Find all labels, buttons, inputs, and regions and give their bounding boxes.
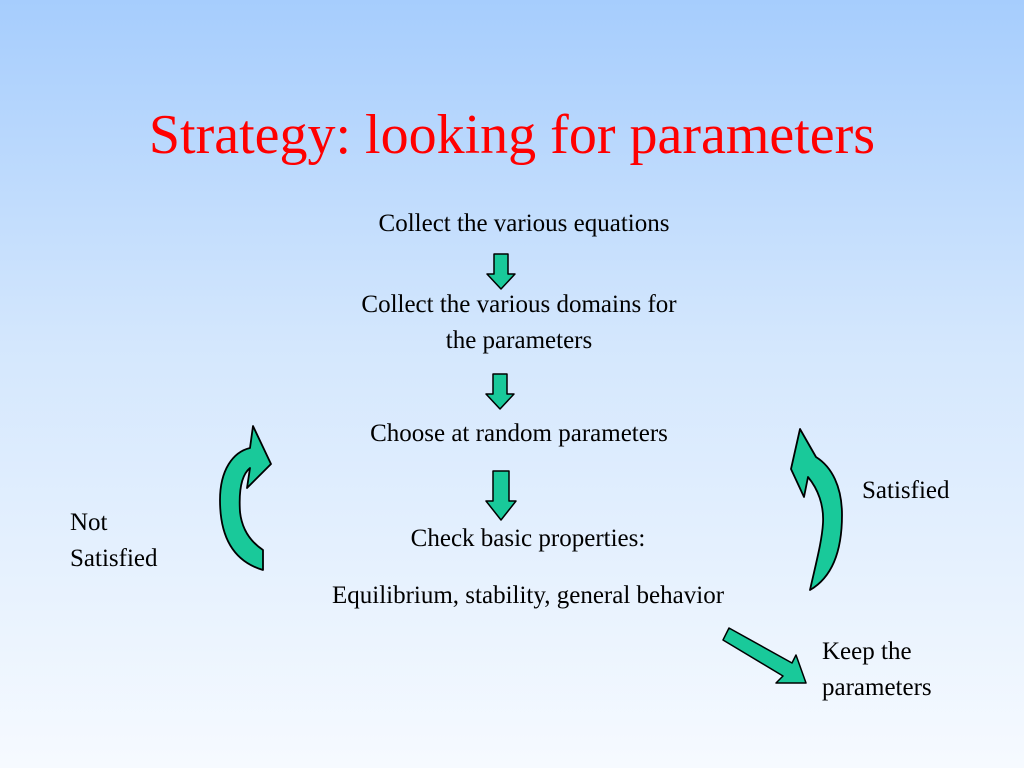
label-keep-line2: parameters [822,674,932,701]
step-check-properties: Check basic properties: [410,525,646,552]
label-satisfied: Satisfied [862,477,950,504]
step-collect-equations: Collect the various equations [378,210,670,237]
label-keep-parameters: Keep the parameters [822,634,1012,706]
label-not-satisfied-line1: Not [70,509,108,536]
down-arrow-icon [485,470,517,521]
label-keep-line1: Keep the [822,638,912,665]
diagonal-arrow-icon [722,627,807,684]
slide-title: Strategy: looking for parameters [148,104,876,166]
loop-back-left-arrow-icon [219,425,272,571]
down-arrow-icon [486,253,516,290]
down-arrow-icon [485,373,515,410]
label-not-satisfied: Not Satisfied [70,505,230,577]
step-collect-domains: Collect the various domains for the para… [262,287,776,359]
loop-back-right-arrow-icon [790,428,843,591]
label-not-satisfied-line2: Satisfied [70,545,158,572]
step-collect-domains-line2: the parameters [445,327,593,354]
step-check-details: Equilibrium, stability, general behavior [331,582,725,609]
step-choose-random: Choose at random parameters [370,420,668,447]
step-collect-domains-line1: Collect the various domains for [361,291,677,318]
